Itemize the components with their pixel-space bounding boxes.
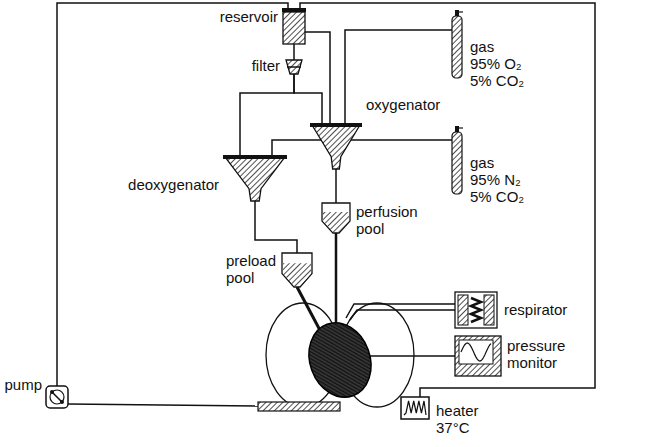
label-group: heater37°C [436,402,479,436]
part-label: perfusion pool [356,203,418,237]
part-outline [452,126,462,194]
heart [299,314,381,406]
pressure-monitor: pressure monitor [455,336,501,376]
tubing-connector [293,44,295,60]
tubing-connector [294,74,322,125]
respirator-tube [350,310,455,320]
part-label: gas [470,38,524,55]
label-group: pump [4,376,42,393]
part-outline [322,203,350,233]
part-label: pressure monitor [507,337,565,371]
label-group: perfusion pool [356,203,418,237]
perfusion-pool: perfusion pool [322,203,350,233]
pressure-line [366,355,455,357]
label-group: pressure monitor [507,337,565,371]
part-label: pump [4,376,42,393]
label-group: reservoir [220,8,278,25]
part-label: 95% O₂ [470,55,524,72]
gas-cylinder: gas95% N₂5% CO₂ [452,126,462,194]
tubing-connector [345,30,452,125]
part-label: deoxygenator [128,176,219,193]
tubing-connector [57,3,288,386]
part-label: respirator [504,301,567,318]
collecting-tray [258,402,340,411]
tubing-connector [305,32,330,125]
label-group: gas95% O₂5% CO₂ [470,38,524,89]
label-group: deoxygenator [128,176,219,193]
part-outline [282,253,312,287]
part-outline [455,292,497,328]
tubing-connector [255,201,297,253]
tubing-connector [335,169,337,203]
tubing-connector [240,74,294,157]
part-label: heater [436,402,479,419]
aortic-cannula [335,233,338,326]
oxygenator-funnel: oxygenator [312,125,360,169]
label-group: gas95% N₂5% CO₂ [470,154,524,205]
atrial-cannula [297,287,322,334]
part-label: reservoir [220,8,278,25]
part-outline [312,125,360,169]
part-label: preload pool [226,252,276,286]
part-outline [455,336,501,376]
part-outline [401,397,429,419]
part-outline [283,8,305,44]
heater-unit: heater37°C [401,397,429,419]
gas-cylinder: gas95% O₂5% CO₂ [452,10,462,78]
part-label: filter [252,57,280,74]
part-label: 37°C [436,419,479,436]
part-label: 5% CO₂ [470,188,524,205]
preload-pool: preload pool [282,253,312,287]
respirator-unit: respirator [455,292,497,328]
label-group: filter [252,57,280,74]
return-line [68,404,258,406]
label-group: respirator [504,301,567,318]
part-outline [46,386,68,408]
part-label: oxygenator [366,96,440,113]
label-group: preload pool [226,252,276,286]
part-label: gas [470,154,524,171]
part-label: 5% CO₂ [470,72,524,89]
part-label: 95% N₂ [470,171,524,188]
filter-unit: filter [286,60,302,74]
deoxygenator-funnel: deoxygenator [225,157,285,201]
respirator-tube [346,304,455,318]
part-outline [286,60,302,74]
part-outline [225,157,285,201]
tubing-connector [300,3,595,397]
tubing-connector [272,140,452,157]
part-outline [452,10,462,78]
pump-unit: pump [46,386,68,408]
reservoir-vessel: reservoir [283,8,305,44]
label-group: oxygenator [366,96,440,113]
